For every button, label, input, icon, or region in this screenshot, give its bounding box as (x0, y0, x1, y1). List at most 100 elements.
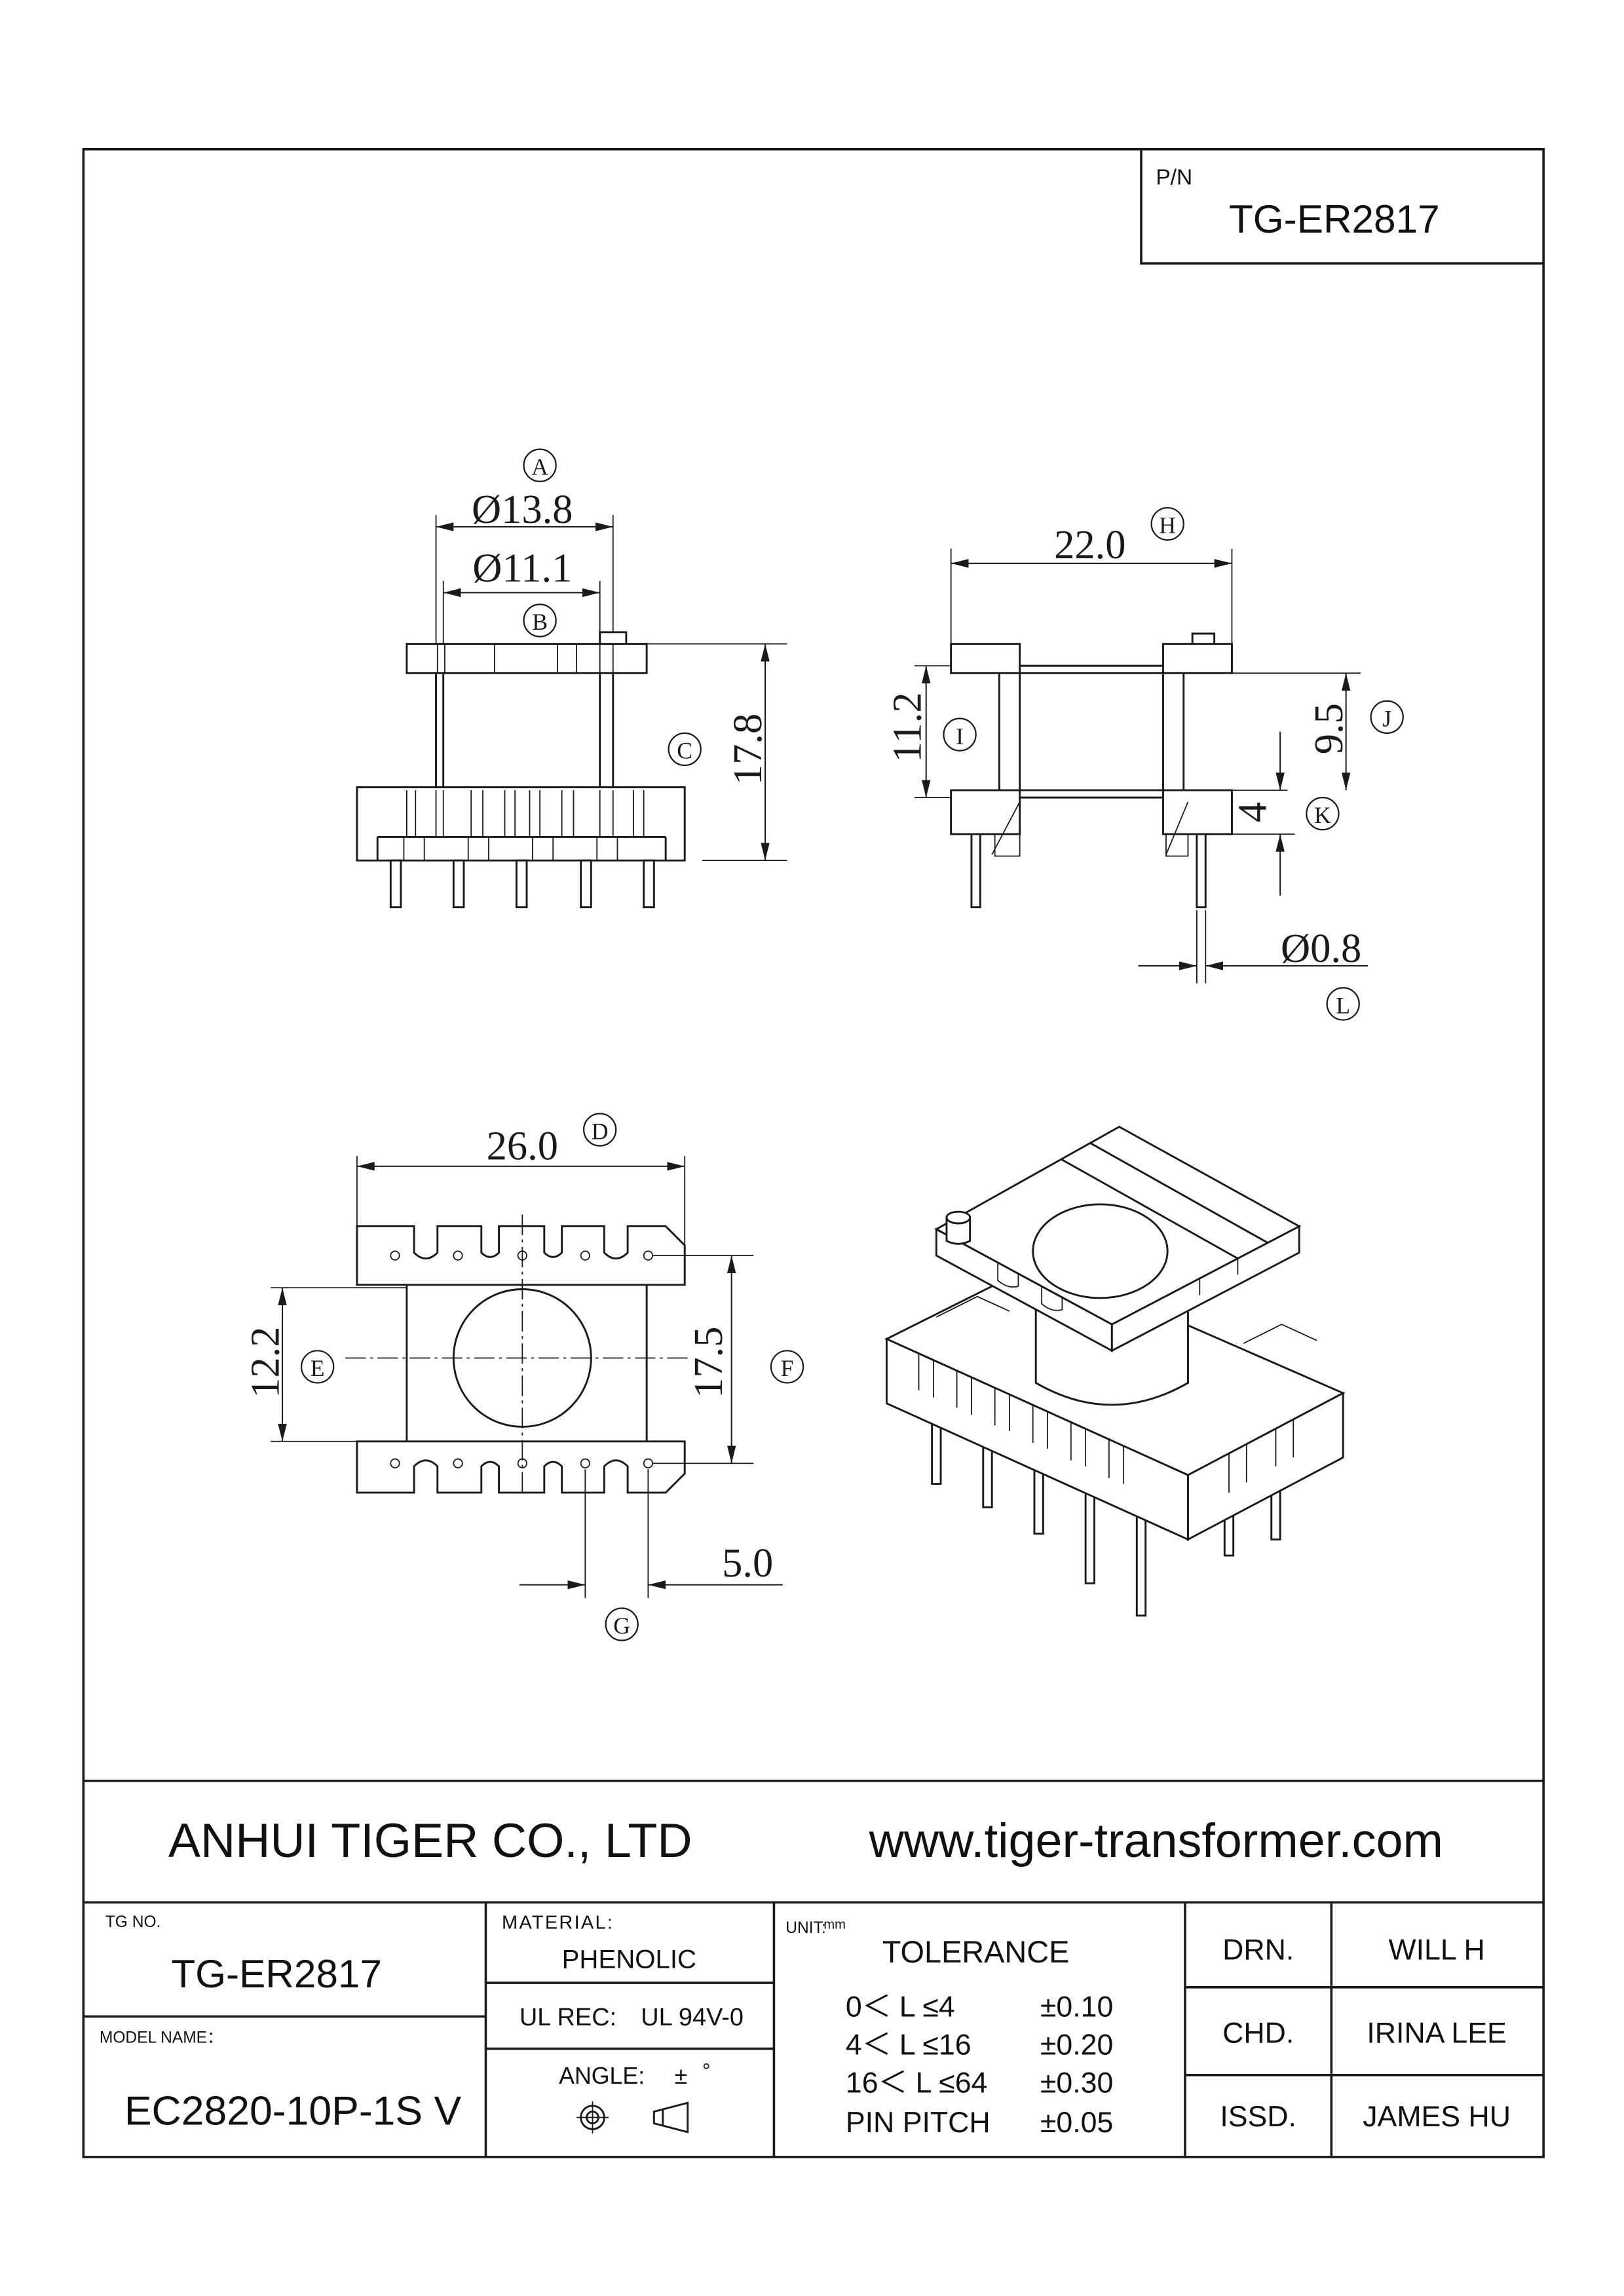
tg-no-value: TG-ER2817 (171, 1951, 382, 1996)
dim-value-A: Ø13.8 (472, 486, 573, 532)
pin-hole (580, 1458, 590, 1468)
callout-J: J (1370, 700, 1404, 734)
iso-pin (931, 1421, 942, 1485)
iso-pins (931, 1421, 1281, 1617)
pin-hole (643, 1250, 653, 1261)
front-base (356, 786, 686, 862)
callout-circle (668, 732, 702, 767)
iso-plate-post (945, 1216, 972, 1245)
tolerance-value: ±0.05 (1040, 2107, 1113, 2139)
side-pin-left (970, 833, 981, 909)
dim-value-B: Ø11.1 (472, 545, 572, 591)
side-top-flange-right (1162, 643, 1233, 674)
pin-hole (390, 1458, 400, 1468)
tolerance-value: ±0.10 (1040, 1991, 1113, 2023)
approval-name: JAMES HU (1363, 2101, 1511, 2133)
tolerance-range: 4＜ L ≤16 (846, 2029, 972, 2061)
front-pin-2 (452, 859, 465, 909)
pn-box: P/N TG-ER2817 (1140, 149, 1544, 265)
tolerance-range: 0＜ L ≤4 (846, 1991, 955, 2023)
pin-hole (643, 1458, 653, 1468)
approval-name: WILL H (1388, 1934, 1484, 1966)
title-block-grid (83, 1780, 1544, 2157)
callout-D: D (582, 1113, 617, 1147)
projection-symbol-icon (576, 2101, 689, 2134)
side-base-left (950, 789, 1021, 835)
pin-hole (453, 1458, 463, 1468)
top-view-upper-flange (356, 1225, 686, 1286)
callout-C: C (668, 732, 702, 767)
side-extension-lines (914, 548, 1361, 984)
iso-pin (1135, 1515, 1147, 1617)
side-posts (998, 673, 1185, 790)
callout-letter: C (677, 738, 692, 764)
sheet-border (82, 148, 1545, 2158)
pin-hole (390, 1250, 400, 1261)
callout-B: B (523, 603, 557, 638)
ul-rec-value: UL 94V-0 (641, 2004, 744, 2031)
tolerance-label: TOLERANCE (882, 1935, 1070, 1969)
tolerance-range: 16＜ L ≤64 (846, 2067, 988, 2099)
company-name: ANHUI TIGER CO., LTD (168, 1813, 692, 1867)
model-name-value: EC2820-10P-1S V (124, 2088, 462, 2134)
projection-cone (652, 2101, 689, 2133)
callout-E: E (300, 1350, 335, 1384)
pn-label: P/N (1156, 165, 1192, 189)
company-website: www.tiger-transformer.com (869, 1813, 1443, 1867)
angle-label: ANGLE: (559, 2063, 645, 2089)
callout-circle (1150, 507, 1184, 541)
iso-pin (1084, 1491, 1095, 1584)
ul-rec-label: UL REC: (519, 2004, 616, 2031)
top-view-extension-lines (271, 1156, 754, 1598)
side-pin-right (1196, 833, 1207, 909)
callout-letter: G (613, 1613, 630, 1639)
model-name-label: MODEL NAME： (100, 2029, 223, 2047)
iso-plate-ridge (1060, 1141, 1268, 1259)
callout-F: F (770, 1350, 804, 1384)
isometric-view (884, 1125, 1346, 1617)
unit-label: UNIT: (785, 1919, 825, 1937)
front-pin-4 (580, 859, 592, 909)
callout-circle (770, 1350, 804, 1384)
dim-value-H: 22.0 (1054, 522, 1125, 567)
dim-value-L: Ø0.8 (1281, 925, 1361, 971)
dim-value-C: 17.8 (725, 714, 770, 785)
top-view-lower-flange (356, 1440, 686, 1494)
angle-unit: ° (702, 2059, 711, 2082)
angle-tolerance: ± (675, 2063, 688, 2089)
front-pin-5 (643, 859, 655, 909)
callout-letter: H (1159, 512, 1176, 539)
callout-A: A (523, 448, 557, 482)
callout-circle (605, 1607, 639, 1641)
approval-role: DRN. (1222, 1934, 1294, 1966)
side-view: 22.0 11.2 9.5 4 Ø0.8 H I J K L (884, 507, 1404, 1021)
side-base-right (1162, 789, 1233, 835)
callout-circle (582, 1113, 617, 1147)
callout-circle (523, 603, 557, 638)
dim-value-D: 26.0 (487, 1123, 558, 1169)
approval-role: ISSD. (1220, 2101, 1296, 2133)
iso-plate-notches (997, 1257, 1239, 1311)
callout-circle (1326, 987, 1360, 1021)
iso-pin (1033, 1468, 1044, 1535)
front-view: Ø13.8 Ø11.1 17.8 A B C (356, 448, 787, 909)
callout-L: L (1326, 987, 1360, 1021)
callout-circle (1306, 797, 1340, 831)
iso-core-hole (1032, 1203, 1169, 1299)
dim-value-J: 9.5 (1306, 703, 1351, 754)
top-view: 26.0 12.2 17.5 5.0 D E F G (242, 1113, 804, 1641)
unit-value: mm (823, 1917, 845, 1932)
callout-circle (300, 1350, 335, 1384)
callout-I: I (943, 718, 977, 752)
side-base-details (991, 801, 1189, 857)
top-view-pin-holes (390, 1250, 653, 1468)
front-core-tube (435, 673, 614, 788)
dim-value-E: 12.2 (242, 1326, 288, 1398)
side-top-flange-left (950, 643, 1021, 674)
approval-name: IRINA LEE (1367, 2018, 1506, 2050)
front-pin-1 (389, 859, 402, 909)
callout-letter: J (1382, 706, 1391, 732)
iso-base-right-face (1186, 1391, 1344, 1541)
iso-pin (1223, 1513, 1235, 1557)
